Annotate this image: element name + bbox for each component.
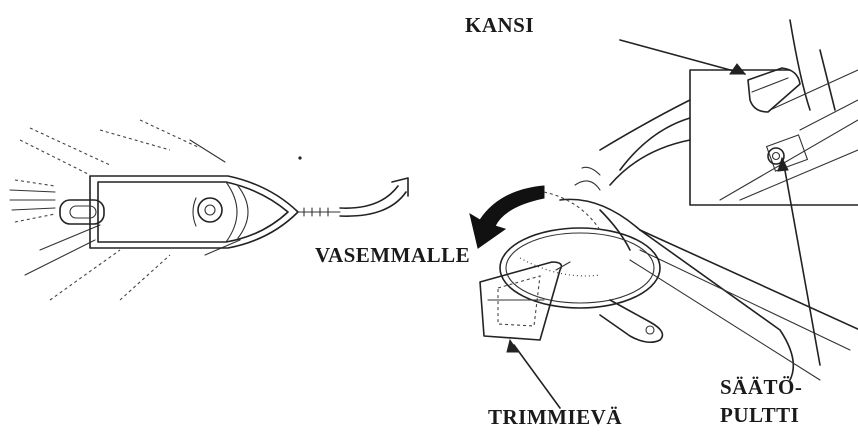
- label-trim-tab: TRIMMIEVÄ: [488, 405, 622, 429]
- label-direction: VASEMMALLE: [315, 243, 470, 267]
- label-adjust-bolt-line1: SÄÄTÖ-: [720, 375, 802, 399]
- boat-top-view: [10, 120, 408, 300]
- cover-icon: [748, 68, 800, 112]
- label-adjust-bolt-line2: PULTTI: [720, 403, 799, 427]
- label-cover: KANSI: [465, 13, 534, 37]
- transom-detail-view: [470, 20, 858, 408]
- pointer-arrows: [507, 40, 820, 408]
- boat-hull: [90, 176, 298, 248]
- helm-icon: [193, 198, 222, 226]
- rotate-left-arrow-icon: [470, 186, 544, 248]
- turn-left-arrow-icon: [298, 178, 408, 216]
